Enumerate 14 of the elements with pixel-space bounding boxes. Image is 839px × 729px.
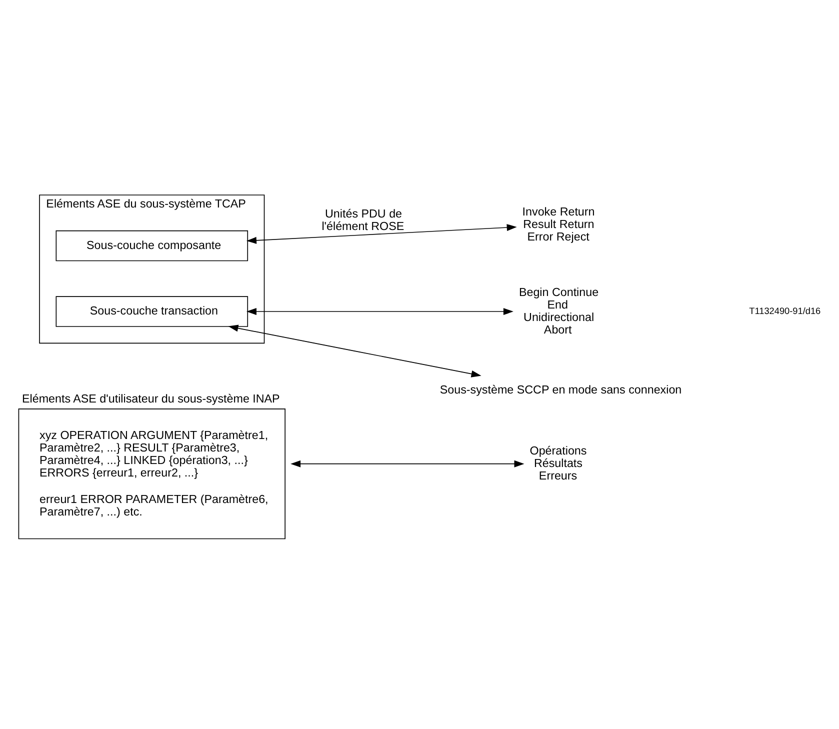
arrow [246, 224, 517, 244]
edge-label: Unités PDU de l'élément ROSE [322, 207, 404, 233]
node-text: Invoke Return Result Return Error Reject [522, 205, 595, 244]
node-text: Opérations Résultats Erreurs [530, 444, 587, 482]
node-box: Sous-couche transaction [56, 296, 248, 326]
node-text: Sous-système SCCP en mode sans connexion [440, 383, 682, 396]
node-box: xyz OPERATION ARGUMENT {Paramètre1, Paramètre2, ...} RESULT {Paramètre3, Paramètre4, ...} LINKED {opération3, ...} ERRORS {erreur1, erreur2, ...} erreur1 ERROR PARAMETER (Paramètre6, Paramètre7, ...) etc. [18, 408, 286, 539]
node-text: Begin Continue End Unidirectional Abort [518, 285, 599, 336]
arrow [290, 460, 524, 467]
label: T1132490-91/d16 [749, 305, 821, 316]
arrow [228, 324, 482, 377]
node-label: Eléments ASE d'utilisateur du sous-système INAP [22, 392, 280, 405]
arrow [246, 308, 514, 315]
node-box: Sous-couche composante [56, 230, 248, 261]
